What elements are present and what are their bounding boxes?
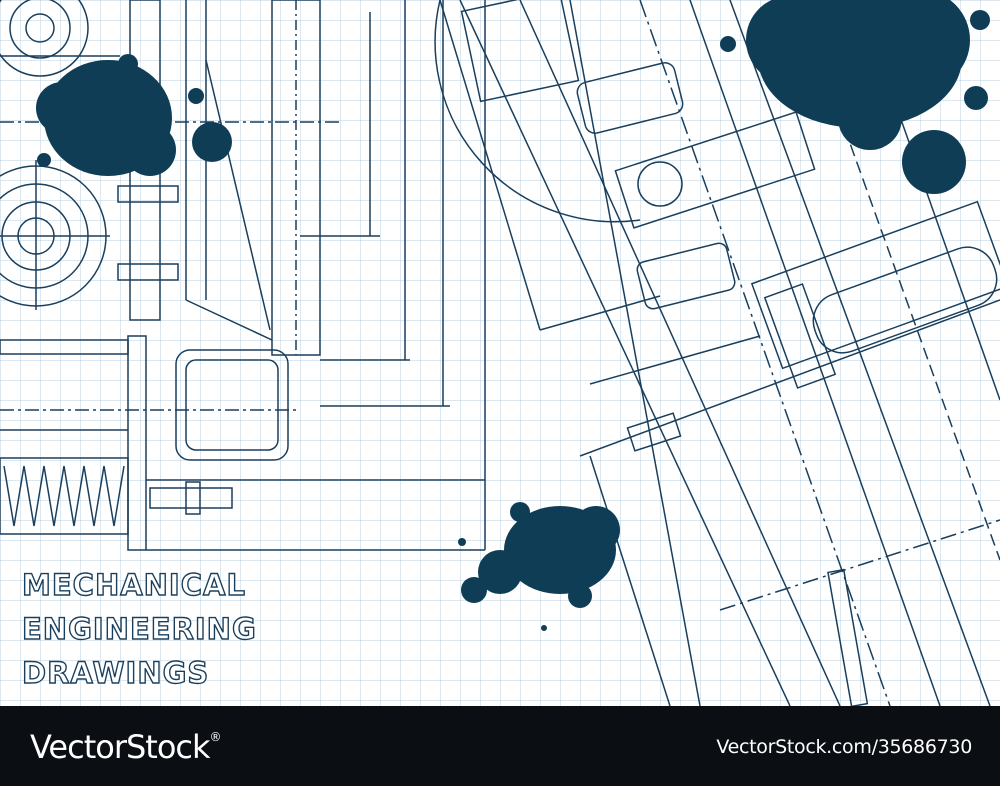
image-id: VectorStock.com/35686730: [716, 736, 972, 758]
right-mechanism: [434, 0, 1000, 706]
brand-name: VectorStock: [30, 728, 211, 766]
ink-blots: [36, 0, 990, 631]
title-line-1: MECHANICAL: [21, 567, 246, 602]
left-mechanism: [0, 0, 486, 551]
engineering-drawing: [0, 0, 1000, 706]
title-line-2: ENGINEERING: [21, 611, 257, 646]
title-line-3: DRAWINGS: [21, 655, 210, 690]
watermark-bar: VectorStock® VectorStock.com/35686730: [0, 706, 1000, 786]
registered-mark: ®: [209, 730, 222, 744]
brand-logo: VectorStock®: [30, 728, 222, 766]
